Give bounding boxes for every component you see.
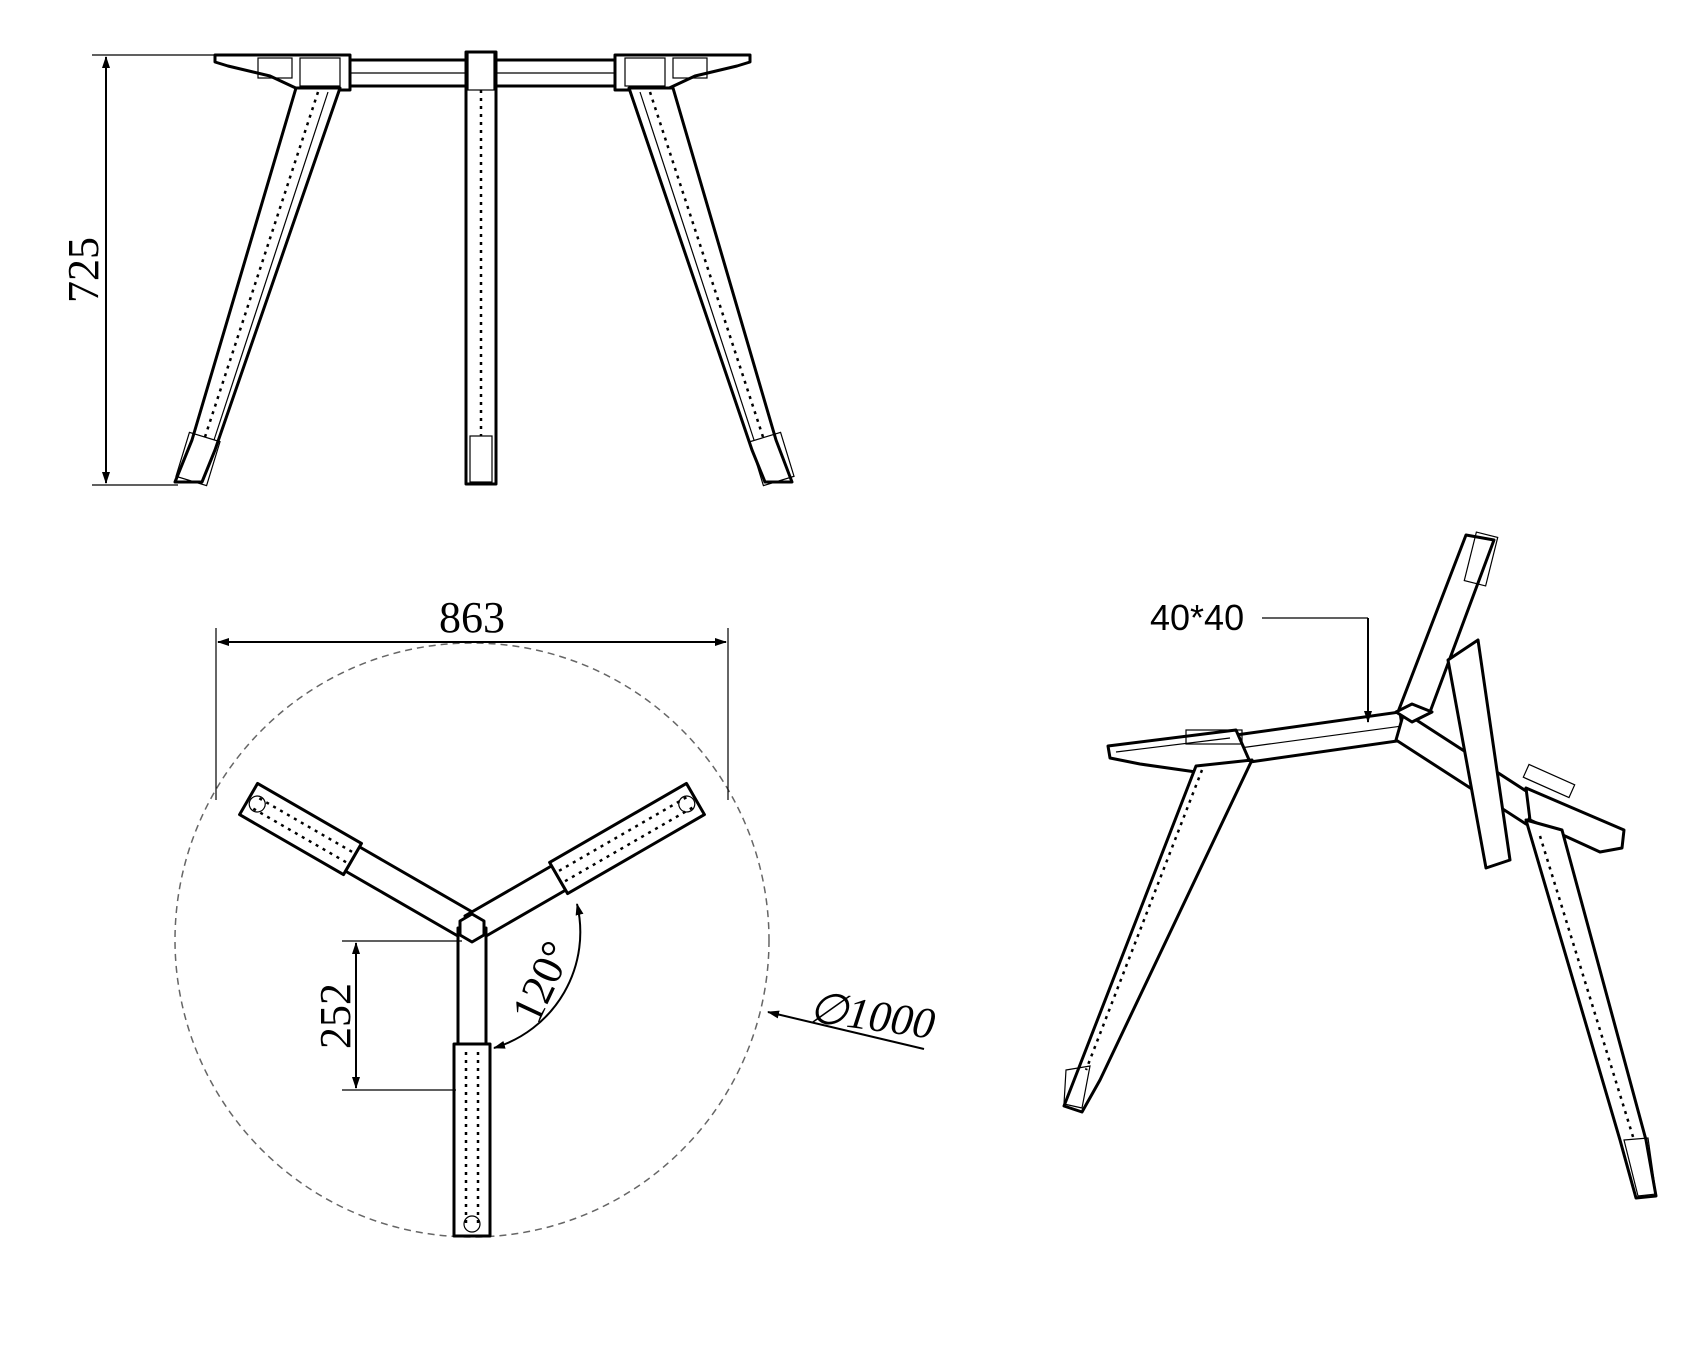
diameter-leader: ∅1000	[767, 983, 938, 1050]
left-bracket	[213, 53, 352, 92]
right-bracket	[613, 53, 752, 92]
iso-crossbar-left	[1234, 710, 1406, 764]
left-leg	[173, 86, 342, 487]
tube-section-label: 40*40	[1150, 597, 1244, 638]
right-leg	[627, 86, 795, 487]
plan-arm-bottom	[452, 926, 492, 1238]
iso-right-leg	[1524, 818, 1658, 1200]
plan-arm-right	[463, 781, 706, 942]
iso-left-bracket	[1106, 728, 1252, 774]
height-dimension-label: 725	[59, 237, 108, 303]
iso-back-leg	[1396, 531, 1512, 870]
diameter-label: ∅1000	[806, 983, 938, 1049]
plan-hub	[458, 912, 486, 944]
width-dimension: 863	[215, 593, 729, 800]
center-leg	[464, 50, 498, 486]
width-dimension-label: 863	[439, 593, 505, 642]
angle-dimension: 120°	[493, 903, 584, 1049]
hub-offset-dimension-label: 252	[311, 983, 360, 1049]
isometric-view: 40*40	[1062, 531, 1658, 1200]
hub-offset-dimension: 252	[311, 940, 462, 1091]
plan-arm-left	[238, 781, 481, 942]
iso-right-bracket	[1522, 763, 1626, 854]
front-elevation-view: 725	[59, 50, 795, 487]
tube-section-leader: 40*40	[1150, 597, 1372, 723]
height-dimension: 725	[59, 54, 350, 486]
iso-left-leg	[1062, 758, 1254, 1114]
iso-hub	[1394, 702, 1434, 724]
tabletop-outline	[174, 642, 770, 1238]
plan-view: 863 252 120° ∅1000	[174, 593, 938, 1238]
